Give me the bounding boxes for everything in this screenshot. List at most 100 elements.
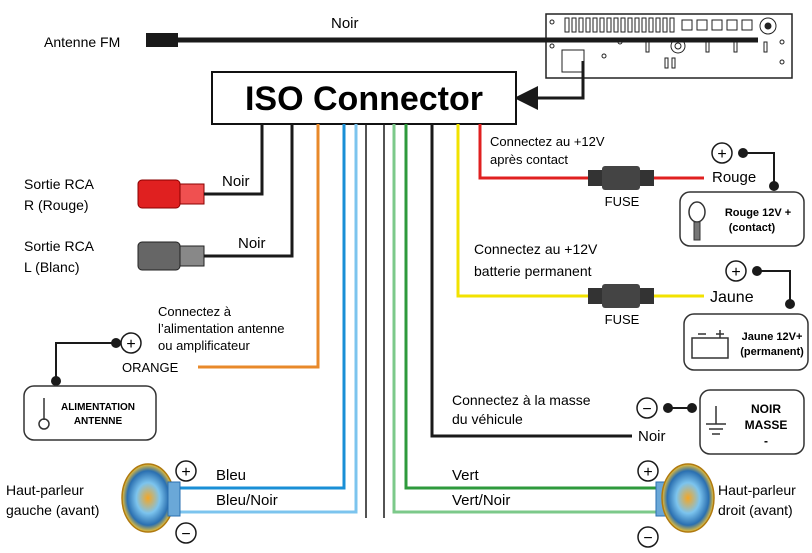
battery-device [683, 313, 809, 371]
ground-device-line1: NOIR [751, 402, 781, 416]
orange-wire [198, 124, 320, 369]
acc-fuse-cap-left [588, 170, 602, 186]
antenna-power-note-3: ou amplificateur [158, 338, 250, 353]
rca-grey-sleeve [179, 245, 205, 267]
speaker-left-cone [121, 463, 175, 533]
iso-connector-box [211, 71, 517, 125]
acc-fuse [602, 166, 640, 190]
acc-fuse-label: FUSE [605, 194, 640, 209]
speaker-left-line2: gauche (avant) [6, 502, 99, 518]
rca-red-sleeve [179, 183, 205, 205]
antenna-power-plus-icon [120, 332, 142, 354]
red-wire [478, 124, 588, 180]
antenna-power-device-line2: ANTENNE [74, 416, 123, 427]
battery-plus-symbol: + [731, 264, 740, 281]
antenna-plug [146, 33, 178, 47]
rca-right-line2: R (Rouge) [24, 197, 89, 213]
rca-left-line1: Sortie RCA [24, 238, 95, 254]
green-black-wire [392, 124, 656, 514]
ground-wire-label: Noir [638, 428, 666, 445]
antenna-power-note-1: Connectez à [158, 304, 232, 319]
acc-plus-icon [711, 142, 733, 164]
battery-fuse [602, 284, 640, 308]
blue-black-wire [176, 124, 358, 514]
speaker-left-wires: Bleu Bleu/Noir [176, 124, 367, 518]
ground-device [699, 389, 805, 455]
acc-plus-symbol: + [717, 146, 726, 163]
antenna-fm: Antenne FM Noir [44, 15, 758, 50]
rca-right-line1: Sortie RCA [24, 176, 95, 192]
speaker-right-minus-symbol: − [643, 530, 652, 547]
acc-circuit: Connectez au +12V après contact FUSE Rou… [478, 124, 805, 247]
battery-plus-icon [725, 260, 747, 282]
rca-left: Sortie RCA L (Blanc) Noir [24, 124, 294, 275]
speaker-left-magnet [167, 481, 181, 517]
speaker-left-neg-label: Bleu/Noir [216, 492, 278, 509]
ground-wire [430, 124, 632, 438]
antenna-label: Antenne FM [44, 34, 120, 50]
acc-note-2: après contact [490, 152, 568, 167]
ground-device-line2: MASSE [745, 418, 788, 432]
antenna-power: Connectez à l’alimentation antenne ou am… [23, 124, 320, 441]
yellow-wire [456, 124, 588, 298]
antenna-wire-label: Noir [331, 15, 359, 32]
speaker-right: Haut-parleur droit (avant) + − [637, 460, 796, 548]
battery-lead-dot [785, 299, 795, 309]
ground-circuit: Connectez à la masse du véhicule Noir − … [430, 124, 805, 455]
speaker-right-wires: Vert Vert/Noir [383, 124, 656, 518]
antenna-power-dot [51, 376, 61, 386]
antenna-power-device-line1: ALIMENTATION [61, 402, 135, 413]
acc-device-line1: Rouge 12V + [725, 207, 791, 219]
antenna-device-icon [38, 398, 50, 430]
speaker-left: Haut-parleur gauche (avant) + − [6, 460, 197, 544]
antenna-power-note-2: l’alimentation antenne [158, 321, 284, 336]
battery-device-line2: (permanent) [740, 346, 804, 358]
battery-note-1: Connectez au +12V [474, 241, 598, 257]
speaker-right-neg-label: Vert/Noir [452, 492, 510, 509]
acc-wire-label: Rouge [712, 169, 756, 186]
acc-device-line2: (contact) [729, 222, 776, 234]
speaker-left-plus-icon [175, 460, 197, 482]
radio-to-iso-arrow [514, 61, 585, 110]
speaker-right-plus-symbol: + [643, 464, 652, 481]
green-wire [404, 124, 656, 490]
speaker-right-cone [661, 463, 715, 533]
rca-red-plug [137, 179, 181, 209]
rca-right-wire-label: Noir [222, 173, 250, 190]
battery-wire-label: Jaune [710, 289, 754, 306]
battery-fuse-label: FUSE [605, 312, 640, 327]
acc-lead [743, 152, 775, 186]
blue-wire [176, 124, 346, 490]
ground-note-2: du véhicule [452, 411, 523, 427]
ground-minus-icon [636, 397, 658, 419]
ground-lead-dot [687, 403, 697, 413]
ground-note-1: Connectez à la masse [452, 392, 591, 408]
acc-device [679, 191, 805, 247]
speaker-left-line1: Haut-parleur [6, 482, 84, 498]
rca-grey-plug [137, 241, 181, 271]
speaker-right-minus-icon [637, 526, 659, 548]
battery-circuit: Connectez au +12V batterie permanent FUS… [456, 124, 809, 371]
acc-note-1: Connectez au +12V [490, 134, 605, 149]
ground-device-line3: - [764, 434, 768, 448]
rca-right: Sortie RCA R (Rouge) Noir [24, 124, 264, 213]
speaker-right-line1: Haut-parleur [718, 482, 796, 498]
antenna-power-terminal [111, 338, 121, 348]
rca-right-wire [204, 124, 264, 196]
ground-minus-symbol: − [642, 401, 651, 418]
rca-left-line2: L (Blanc) [24, 259, 80, 275]
rca-left-wire-label: Noir [238, 235, 266, 252]
acc-lead-dot [769, 181, 779, 191]
ground-icon [706, 406, 726, 435]
radio-head-unit [514, 13, 793, 110]
battery-note-2: batterie permanent [474, 263, 592, 279]
speaker-left-minus-symbol: − [181, 526, 190, 543]
speaker-right-line2: droit (avant) [718, 502, 793, 518]
battery-device-line1: Jaune 12V+ [742, 331, 803, 343]
battery-icon [691, 330, 729, 359]
battery-fuse-cap-right [640, 288, 654, 304]
speaker-left-plus-symbol: + [181, 464, 190, 481]
key-icon [688, 201, 706, 241]
